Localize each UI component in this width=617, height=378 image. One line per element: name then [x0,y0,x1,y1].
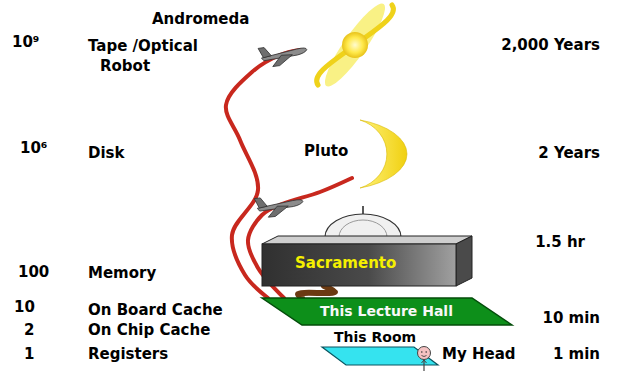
label-slot: 1.5 hr [535,233,585,251]
plane-icon [254,194,304,219]
head-eye [421,351,423,353]
travel-path [298,286,335,298]
label-slot: 100 [18,263,49,281]
access-time: 2,000 Years [501,36,600,54]
plane-tail [258,47,271,59]
access-time: 1.5 hr [535,233,585,251]
capacity-number: 100 [18,263,49,281]
capacity-number: 1 [24,345,34,363]
access-time: 1 min [553,345,600,363]
crescent-shape [360,120,407,188]
label-slot: On Chip Cache [88,321,210,339]
place-name: Sacramento [295,254,396,272]
level-name: Disk [88,144,125,162]
room-shape [322,347,438,365]
capacity-number: 10⁶ [20,139,47,157]
galaxy-halo [317,0,392,92]
label-slot: 2 [24,321,34,339]
building-front [262,244,456,286]
dome-shape [325,214,401,237]
hall-floor: This Lecture Hall [262,298,512,325]
capacity-number: 2 [24,321,34,339]
head-mouth [422,356,427,357]
label-slot: On Board Cache [88,301,223,319]
capacity-number: 10⁹ [12,33,39,51]
city-building-outline [262,206,472,286]
label-slot: 1 min [553,345,600,363]
head-figure-outline [416,346,432,372]
place-name: This Lecture Hall [320,302,453,320]
label-slot: 10⁶ [20,139,47,157]
building-top [262,236,472,244]
label-slot: 10⁹ [12,33,39,51]
place-name: This Room [334,328,416,346]
label-slot: Disk [88,144,125,162]
plane-wing [267,205,289,217]
galaxy-figure: Andromeda [300,2,410,88]
level-name: Registers [88,345,168,363]
city-building: Sacramento [262,206,472,286]
level-name: Tape /Optical Robot [88,36,250,76]
plane-icon [258,42,308,68]
label-slot: Tape /Optical Robot [88,36,250,76]
head-circle [418,347,431,360]
head-tick [422,360,427,363]
galaxy-core [342,32,368,58]
head-figure: My Head [416,346,432,372]
hall-shape [262,298,512,325]
planet-crescent: Pluto [352,118,410,190]
level-name: Memory [88,264,156,282]
label-slot: 2,000 Years [501,36,600,54]
level-name: On Chip Cache [88,321,210,339]
plane-wing [271,54,293,67]
access-time: 10 min [542,309,600,327]
label-slot: Memory [88,264,156,282]
capacity-number: 10 [14,298,35,316]
plane-group [254,42,308,219]
planet-crescent-outline [352,118,410,190]
plane-tail [254,197,267,208]
place-name: Andromeda [152,10,249,28]
head-eye [425,351,427,353]
building-side [456,236,472,286]
dome-line [339,220,387,237]
label-slot: 10 [14,298,35,316]
level-name: On Board Cache [88,301,223,319]
access-time: 2 Years [538,144,600,162]
label-slot: Registers [88,345,168,363]
label-slot: 10 min [542,309,600,327]
label-slot: 2 Years [538,144,600,162]
label-slot: 1 [24,345,34,363]
place-name: Pluto [304,142,348,160]
galaxy-figure-outline [300,2,410,88]
place-name: My Head [442,345,516,363]
